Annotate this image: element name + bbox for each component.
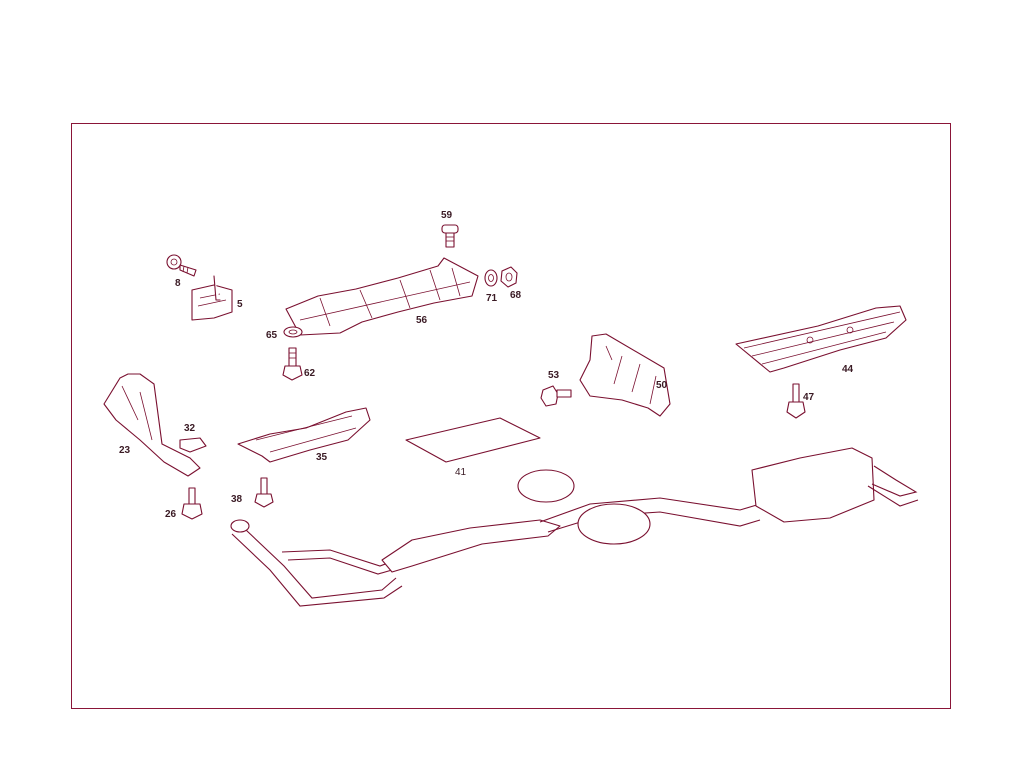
part-62-bolt[interactable] [282, 347, 303, 381]
part-23-shield[interactable] [103, 373, 201, 477]
callout-41: 41 [455, 467, 467, 478]
callout-71: 71 [486, 293, 498, 304]
part-44-tunnel-shield[interactable] [735, 305, 907, 373]
callout-8: 8 [175, 278, 181, 289]
part-8-screw[interactable] [166, 254, 197, 277]
callout-56: 56 [416, 315, 428, 326]
callout-38: 38 [231, 494, 243, 505]
part-26-screw[interactable] [181, 487, 203, 520]
callout-53: 53 [548, 370, 560, 381]
callout-32: 32 [184, 423, 196, 434]
exhaust-system[interactable] [230, 447, 919, 607]
callout-35: 35 [316, 452, 328, 463]
part-56-heat-shield[interactable] [285, 257, 479, 336]
callout-23: 23 [119, 445, 131, 456]
part-71-washer[interactable] [484, 269, 498, 287]
callout-44: 44 [842, 364, 854, 375]
callout-50: 50 [656, 380, 668, 391]
callout-59: 59 [441, 210, 453, 221]
part-35-shield[interactable] [237, 407, 371, 463]
part-32-clip[interactable] [179, 437, 207, 453]
callout-5: 5 [237, 299, 243, 310]
part-50-shield[interactable] [579, 333, 671, 417]
part-59-bolt[interactable] [441, 224, 459, 248]
callout-65: 65 [266, 330, 278, 341]
part-68-nut[interactable] [500, 266, 518, 288]
part-41-insulation-mat[interactable] [405, 417, 541, 463]
part-38-screw[interactable] [254, 477, 274, 508]
diagram-frame [71, 123, 951, 709]
part-5-bracket[interactable] [191, 275, 233, 321]
callout-47: 47 [803, 392, 815, 403]
callout-26: 26 [165, 509, 177, 520]
callout-62: 62 [304, 368, 316, 379]
callout-68: 68 [510, 290, 522, 301]
part-53-bolt[interactable] [540, 385, 572, 407]
part-65-washer[interactable] [283, 326, 303, 338]
part-47-screw[interactable] [786, 383, 806, 419]
